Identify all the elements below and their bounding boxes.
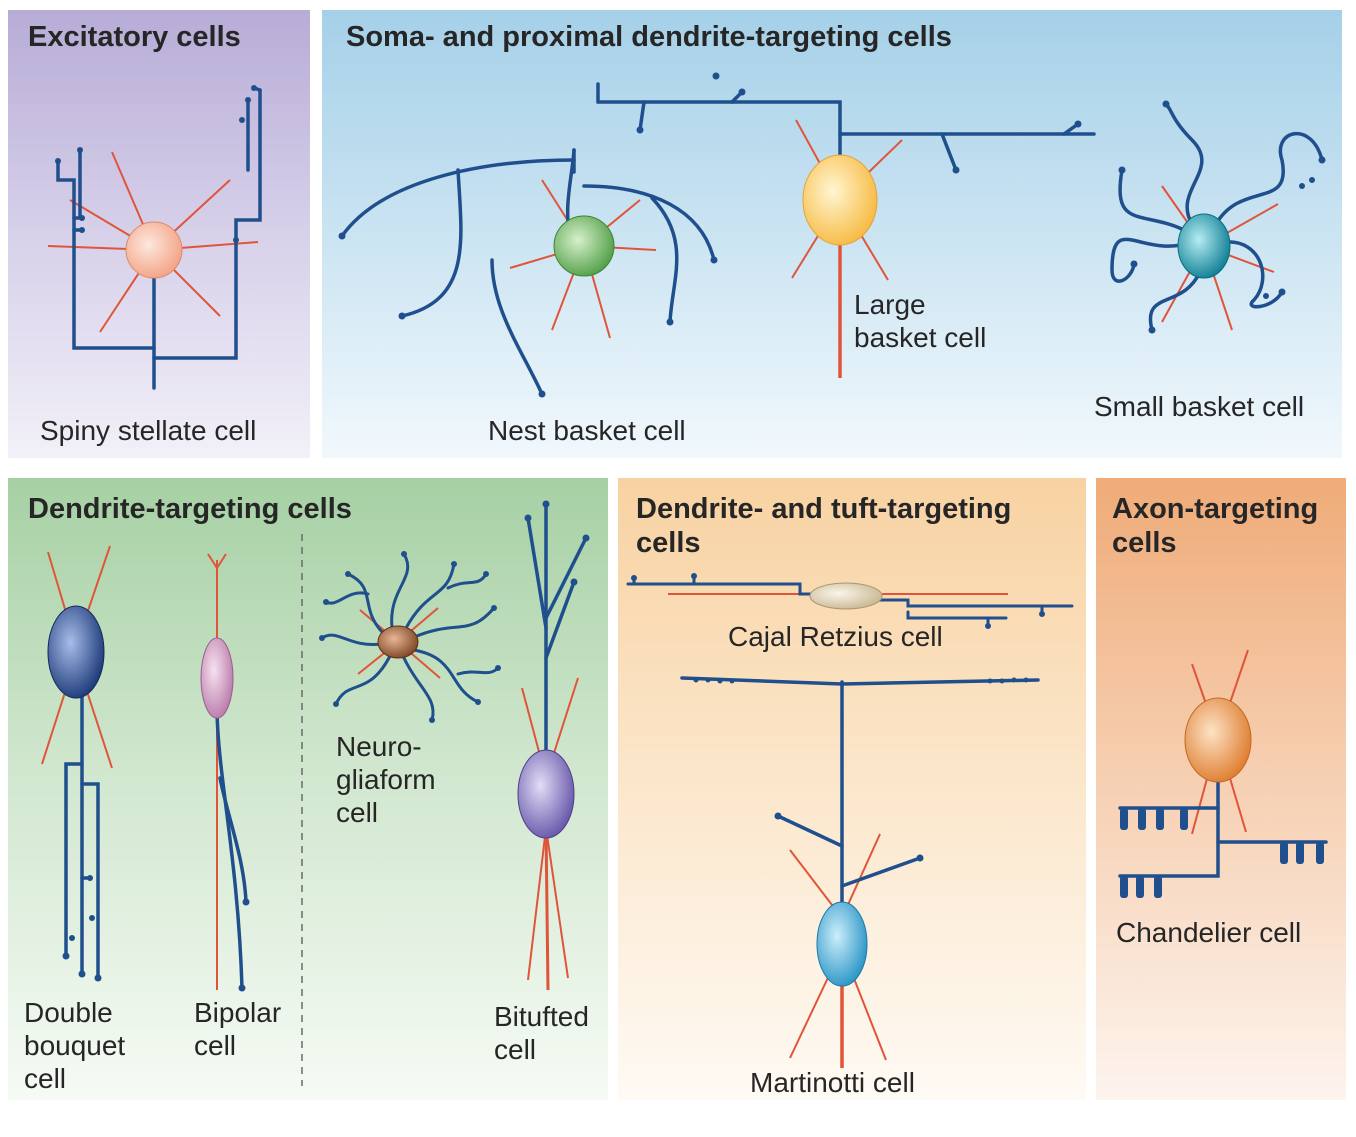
label-spiny-stellate-cell: Spiny stellate cell <box>40 415 257 446</box>
soma-targeting-cells-diagram <box>338 72 1326 398</box>
small-basket-boutons <box>1118 100 1326 334</box>
cajal-retzius-boutons <box>631 573 1045 629</box>
panel-dendrite-targeting-cells: Dendrite-targeting cells Double bouquet … <box>8 478 608 1100</box>
martinotti-boutons <box>693 677 1029 862</box>
tuft-targeting-cells-diagram <box>626 573 1074 1068</box>
nest-basket-soma <box>553 215 615 277</box>
label-cajal-retzius-cell: Cajal Retzius cell <box>728 621 943 652</box>
panel-tuft-targeting-cells: Dendrite- and tuft-targeting cells Cajal… <box>618 478 1086 1100</box>
bitufted-axon <box>526 502 588 752</box>
neurogliaform-boutons <box>319 551 501 723</box>
label-small-basket-cell: Small basket cell <box>1094 391 1305 422</box>
panel-title: Dendrite-targeting cells <box>28 493 352 525</box>
cajal-retzius-soma <box>809 582 883 610</box>
panel-title: Dendrite- and tuft-targeting cells <box>636 493 1012 559</box>
bipolar-soma <box>200 637 234 719</box>
bitufted-dendrites <box>521 677 579 991</box>
chandelier-soma <box>1184 697 1252 783</box>
double-bouquet-boutons <box>62 875 102 982</box>
bipolar-boutons <box>238 898 250 992</box>
label-large-basket-cell: Large basket cell <box>854 289 987 353</box>
label-neurogliaform-cell: Neuro- gliaform cell <box>336 731 436 828</box>
spiny-stellate-boutons <box>55 85 257 243</box>
bipolar-dendrites <box>207 553 227 990</box>
double-bouquet-soma <box>47 605 105 699</box>
large-basket-soma <box>802 154 878 246</box>
panel-soma-targeting-cells: Soma- and proximal dendrite-targeting ce… <box>322 10 1342 458</box>
spiny-stellate-cell-diagram <box>47 85 262 390</box>
nest-basket-axon <box>340 148 716 396</box>
panel-excitatory-cells: Excitatory cells Spiny stellate cell <box>8 10 310 458</box>
small-basket-soma <box>1177 213 1231 279</box>
small-basket-axon <box>1110 102 1324 332</box>
spiny-stellate-soma <box>125 221 183 279</box>
double-bouquet-axon <box>64 696 100 980</box>
chandelier-cell-diagram <box>1118 649 1328 898</box>
large-basket-axon <box>596 82 1096 172</box>
panel-title: Excitatory cells <box>28 21 241 53</box>
label-bitufted-cell: Bitufted cell <box>494 1001 589 1065</box>
bitufted-soma <box>517 749 575 839</box>
spiny-stellate-axon <box>56 86 262 390</box>
martinotti-soma <box>816 901 868 987</box>
panel-axon-targeting-cells: Axon-targeting cells Chandelier cell <box>1096 478 1346 1100</box>
bipolar-axon <box>215 708 248 990</box>
panel-title: Axon-targeting cells <box>1112 493 1319 559</box>
bitufted-boutons <box>524 500 590 586</box>
label-nest-basket-cell: Nest basket cell <box>488 415 686 446</box>
chandelier-axon <box>1118 774 1328 878</box>
dendrite-targeting-cells-diagram <box>41 500 590 1086</box>
panel-title: Soma- and proximal dendrite-targeting ce… <box>346 21 952 53</box>
label-chandelier-cell: Chandelier cell <box>1116 917 1302 948</box>
neurogliaform-soma <box>377 625 419 659</box>
label-martinotti-cell: Martinotti cell <box>750 1067 915 1098</box>
neurogliaform-axon <box>320 552 500 722</box>
chandelier-cartridges <box>1120 808 1324 898</box>
label-bipolar-cell: Bipolar cell <box>194 997 282 1061</box>
martinotti-axon <box>680 676 1040 904</box>
label-double-bouquet-cell: Double bouquet cell <box>24 997 126 1094</box>
nest-basket-boutons <box>338 232 718 398</box>
large-basket-boutons <box>636 72 1082 174</box>
